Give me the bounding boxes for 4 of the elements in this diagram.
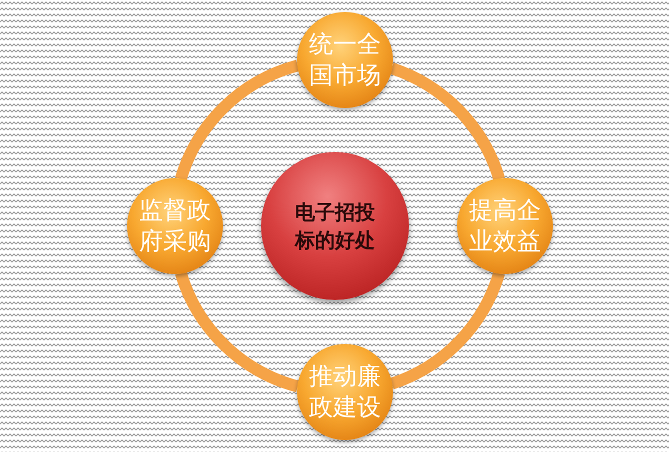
ring-arc [390, 271, 505, 390]
ring-arc [175, 60, 300, 181]
ring-arc [390, 62, 505, 181]
ring-arc [175, 271, 300, 392]
